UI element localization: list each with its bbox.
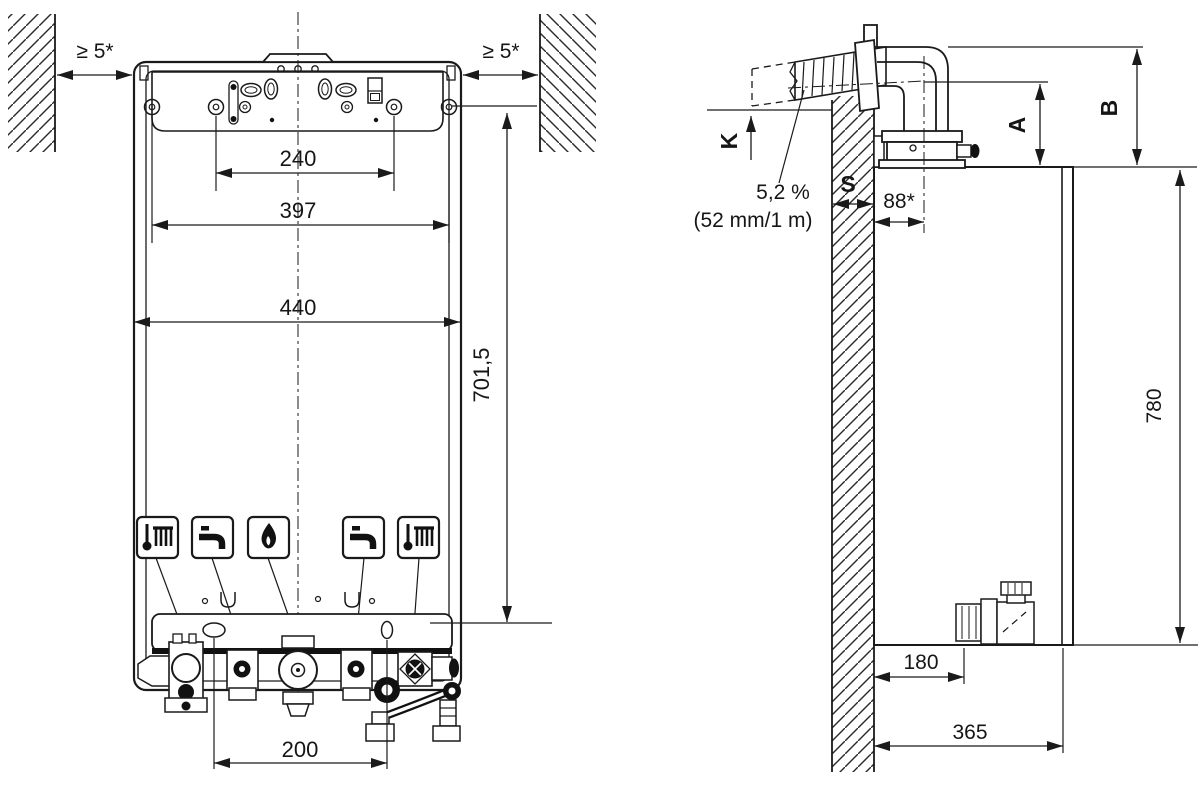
flue-assembly (751, 24, 1048, 233)
flue-slope-label: 5,2 % (756, 181, 810, 204)
anchor-hole (385, 98, 403, 116)
dim-397: 397 (151, 116, 450, 243)
boiler-casing-side (873, 135, 1198, 646)
service-valve-right (340, 649, 373, 701)
condensate-drain-elbow (955, 581, 1035, 645)
dim-701-5: 701,5 (430, 105, 552, 624)
dim-s-label: S (840, 171, 855, 197)
dim-240-label: 240 (280, 146, 317, 171)
side-view-dimensions: K 5,2 % (52 mm/1 m) S 88* A (693, 46, 1185, 753)
flue-slope-callout: 5,2 % (52 mm/1 m) (693, 89, 813, 232)
dim-a-label: A (1004, 117, 1030, 134)
dim-k-label: K (716, 132, 742, 149)
hydraulic-assembly (137, 592, 461, 742)
connection-icons (135, 515, 441, 645)
dim-a: A (1004, 84, 1045, 165)
flue-adapter-flange (878, 130, 980, 169)
flue-elbow (877, 46, 949, 131)
flue-wall-plate (854, 38, 880, 113)
dim-365-label: 365 (952, 721, 987, 744)
wall-left (8, 14, 56, 152)
wall-side (831, 96, 875, 772)
dim-780: 780 (1143, 170, 1185, 643)
dim-88-label: 88* (883, 190, 915, 213)
side-view: K 5,2 % (52 mm/1 m) S 88* A (693, 24, 1198, 772)
dim-200-label: 200 (282, 737, 319, 762)
dim-701-5-label: 701,5 (469, 347, 494, 402)
valve-block-siphon (365, 651, 461, 742)
dim-b: B (948, 46, 1143, 165)
clearance-right-label: ≥ 5* (482, 40, 519, 63)
anchor-hole (207, 98, 225, 116)
dim-200: 200 (213, 638, 388, 769)
anchor-hole (143, 98, 161, 116)
dim-88: 88* (874, 190, 924, 227)
dim-k: K (707, 109, 832, 160)
front-view: ≥ 5* ≥ 5* 240 397 440 (8, 12, 596, 769)
dim-180: 180 (874, 648, 965, 684)
anchor-hole (440, 98, 458, 116)
flue-slope-note-label: (52 mm/1 m) (693, 209, 812, 232)
dim-clearance-right: ≥ 5* (463, 40, 538, 80)
dim-440-label: 440 (280, 295, 317, 320)
dim-240: 240 (215, 116, 395, 191)
dim-365: 365 (874, 648, 1064, 753)
service-valve-left (226, 649, 259, 701)
gas-cock-valve (137, 633, 208, 713)
pump-body (278, 635, 318, 717)
dim-397-label: 397 (280, 198, 317, 223)
clearance-left-label: ≥ 5* (76, 40, 113, 63)
dim-180-label: 180 (903, 651, 938, 674)
wall-right (539, 14, 596, 152)
flue-centerline-sloped (787, 80, 925, 89)
front-view-dimensions: ≥ 5* ≥ 5* 240 397 440 (57, 40, 552, 769)
dim-b-label: B (1096, 100, 1122, 117)
mounting-plate (143, 71, 458, 132)
dim-clearance-left: ≥ 5* (57, 40, 132, 80)
dim-440: 440 (134, 295, 460, 327)
dim-780-label: 780 (1143, 388, 1166, 423)
dim-s: S (833, 171, 873, 209)
